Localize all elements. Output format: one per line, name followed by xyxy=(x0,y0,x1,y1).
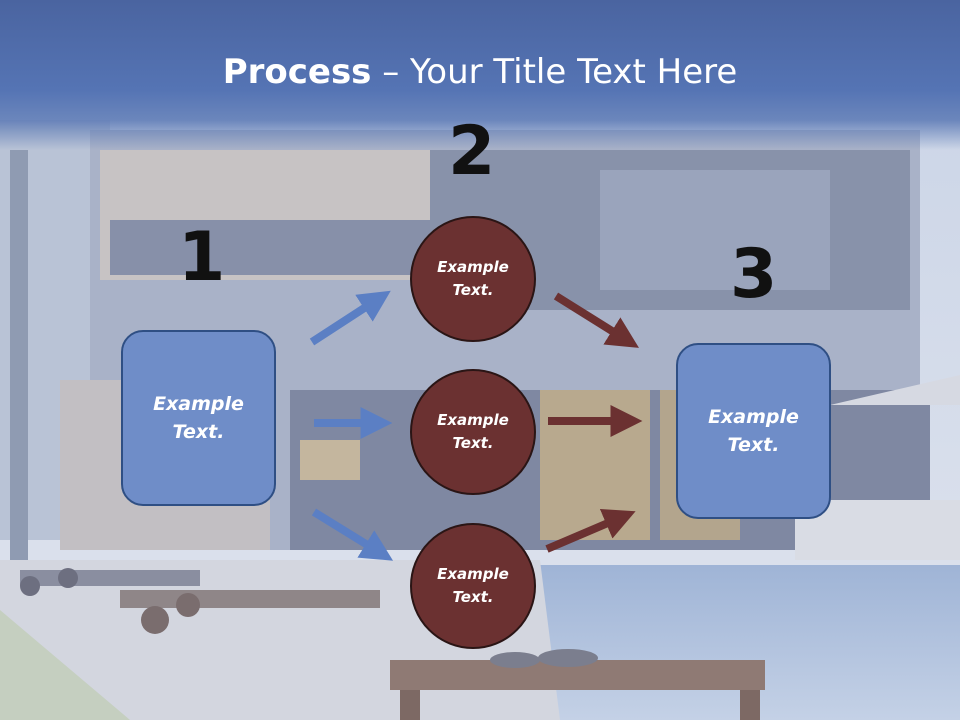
arrow-top-to-right xyxy=(553,292,639,348)
circle-bottom-line1: Example xyxy=(437,564,509,583)
step-number-2: 2 xyxy=(448,112,496,191)
circle-bottom-line2: Text. xyxy=(452,588,494,606)
step-number-3: 3 xyxy=(730,235,778,314)
arrow-left-to-top xyxy=(309,290,391,346)
circle-middle-line1: Example xyxy=(437,410,509,429)
title-bold: Process xyxy=(222,52,372,92)
box-right-line1: Example xyxy=(708,405,799,428)
box-left-line2: Text. xyxy=(172,421,225,443)
box-left-line1: Example xyxy=(153,392,244,415)
title-rest: – Your Title Text Here xyxy=(371,52,738,92)
slide-title: Process – Your Title Text Here xyxy=(0,52,960,92)
circle-top-line2: Text. xyxy=(452,281,494,299)
box-right-line2: Text. xyxy=(727,434,780,456)
arrow-bottom-to-right xyxy=(545,509,636,553)
circle-middle-line2: Text. xyxy=(452,434,494,452)
title-band xyxy=(0,0,960,150)
arrow-left-to-bottom xyxy=(311,508,394,561)
step-number-1: 1 xyxy=(178,218,226,297)
circle-top-line1: Example xyxy=(437,257,509,276)
